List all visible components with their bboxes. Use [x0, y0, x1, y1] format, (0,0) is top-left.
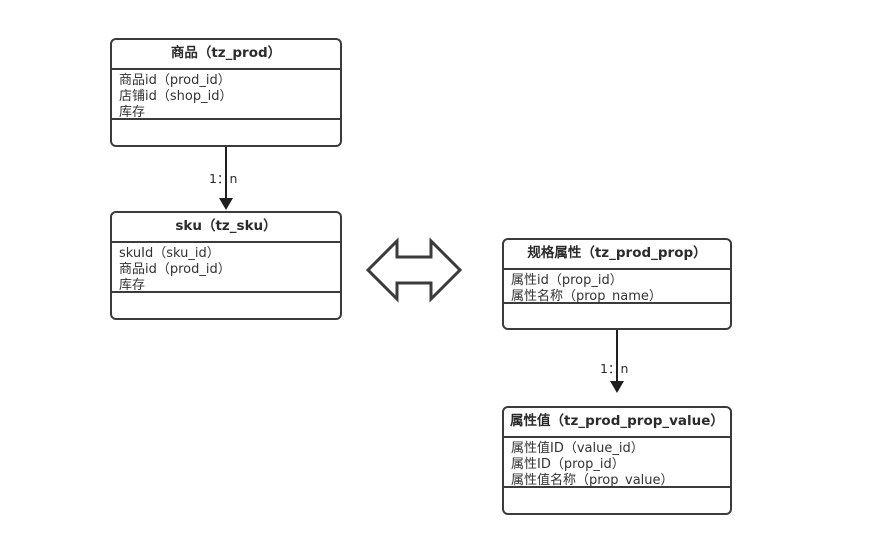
attribute-row: skuId（sku_id）	[119, 246, 220, 261]
relation-arrowhead-prop-to-value	[610, 381, 624, 393]
attribute-row: 库存	[119, 278, 146, 293]
attribute-row: 属性ID（prop_id）	[511, 457, 625, 472]
entity-attributes-tz-sku: skuId（sku_id） 商品id（prod_id） 库存	[112, 243, 340, 293]
entity-title-tz-prod-prop: 规格属性（tz_prod_prop）	[504, 240, 730, 270]
attribute-row: 属性值名称（prop_value）	[511, 473, 674, 488]
attribute-row: 属性id（prop_id）	[511, 273, 623, 288]
attribute-row: 商品id（prod_id）	[119, 73, 231, 88]
attribute-row: 商品id（prod_id）	[119, 262, 231, 277]
attribute-row: 属性名称（prop_name）	[511, 289, 662, 304]
attribute-row: 库存	[119, 105, 146, 120]
entity-operations-tz-prod-prop	[504, 304, 730, 328]
relation-label-prop-to-value: 1：n	[600, 361, 629, 376]
entity-title-tz-prod: 商品（tz_prod）	[112, 40, 340, 70]
entity-box-tz-prod[interactable]: 商品（tz_prod） 商品id（prod_id） 店铺id（shop_id） …	[110, 38, 342, 147]
relation-label-prod-to-sku: 1：n	[209, 171, 238, 186]
attribute-row: 属性值ID（value_id）	[511, 441, 644, 456]
relation-line-prod-to-sku	[225, 147, 227, 199]
double-headed-arrow-icon	[365, 236, 463, 304]
entity-title-tz-prod-prop-value: 属性值（tz_prod_prop_value）	[504, 408, 730, 438]
entity-box-tz-sku[interactable]: sku（tz_sku） skuId（sku_id） 商品id（prod_id） …	[110, 211, 342, 320]
entity-attributes-tz-prod-prop: 属性id（prop_id） 属性名称（prop_name）	[504, 270, 730, 304]
relation-line-prop-to-value	[616, 330, 618, 382]
relation-arrowhead-prod-to-sku	[219, 198, 233, 210]
entity-title-tz-sku: sku（tz_sku）	[112, 213, 340, 243]
entity-attributes-tz-prod-prop-value: 属性值ID（value_id） 属性ID（prop_id） 属性值名称（prop…	[504, 438, 730, 488]
attribute-row: 店铺id（shop_id）	[119, 89, 233, 104]
entity-operations-tz-prod	[112, 120, 340, 145]
entity-attributes-tz-prod: 商品id（prod_id） 店铺id（shop_id） 库存	[112, 70, 340, 120]
entity-operations-tz-sku	[112, 293, 340, 318]
entity-box-tz-prod-prop-value[interactable]: 属性值（tz_prod_prop_value） 属性值ID（value_id） …	[502, 406, 732, 515]
entity-box-tz-prod-prop[interactable]: 规格属性（tz_prod_prop） 属性id（prop_id） 属性名称（pr…	[502, 238, 732, 330]
entity-operations-tz-prod-prop-value	[504, 488, 730, 513]
